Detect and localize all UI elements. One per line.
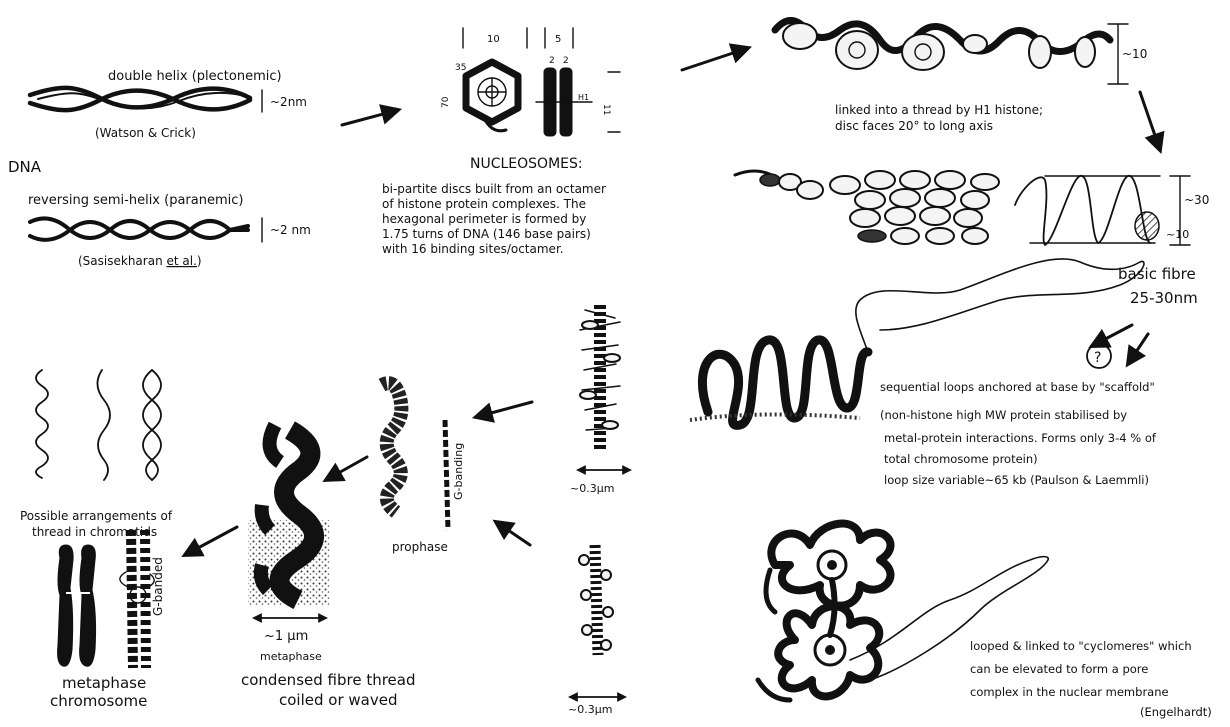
chromatid-arrangements-section: Possible arrangements of thread in chrom… xyxy=(20,370,176,539)
fibre-dim-inner: ~10 xyxy=(1166,228,1189,241)
nucleosome-side-view: H1 11 xyxy=(536,68,620,136)
dna-label: DNA xyxy=(8,158,42,176)
metaphase-chromosome-section: G-banded metaphase chromosome xyxy=(50,530,165,710)
nucleosome-dim-2b: 2 xyxy=(563,56,569,66)
prophase-section: G-banding prophase xyxy=(382,383,465,554)
solenoid-coil-outline xyxy=(1015,176,1160,245)
nucleosome-dim-11: 11 xyxy=(601,104,611,115)
metaphase-label: metaphase xyxy=(260,650,322,663)
metaphase-chromosome-caption: metaphase chromosome xyxy=(50,674,151,710)
double-helix-width: ~2nm xyxy=(270,95,307,109)
loop-column-bottom: ~0.3µm xyxy=(568,545,625,716)
scaffold-loops-drawing xyxy=(690,259,1144,426)
dna-section: double helix (plectonemic) ~2nm (Watson … xyxy=(8,69,311,268)
chromatids-caption: Possible arrangements of thread in chrom… xyxy=(20,509,176,539)
fibre-dim-outer: ~30 xyxy=(1184,193,1209,207)
arrow-nucleosome-to-thread xyxy=(682,48,748,70)
semihelix-title: reversing semi-helix (paranemic) xyxy=(28,193,243,208)
gbanded-label: G-banded xyxy=(151,557,165,616)
arrow-prophase-to-metaphase xyxy=(326,457,367,480)
double-helix-title: double helix (plectonemic) xyxy=(108,69,282,84)
double-helix-credit: (Watson & Crick) xyxy=(95,126,196,140)
scale-bottom: ~0.3µm xyxy=(568,703,612,716)
arrow-thread-to-fibre xyxy=(1140,92,1160,150)
nucleosome-dim-35: 35 xyxy=(455,63,466,73)
loops-description: sequential loops anchored at base by "sc… xyxy=(880,380,1160,487)
nucleosome-dim-h1: H1 xyxy=(578,93,589,102)
arrow-fibre-to-loops-a xyxy=(1092,325,1132,346)
nucleosome-dim-2a: 2 xyxy=(549,56,555,66)
nucleosome-thread-section: ~10 linked into a thread by H1 histone; … xyxy=(775,20,1147,133)
arrow-fibre-to-chromosome xyxy=(185,527,237,555)
nucleosome-dim-5: 5 xyxy=(555,34,561,45)
nucleosome-face-view xyxy=(466,62,518,131)
double-helix-drawing xyxy=(30,88,250,110)
chromosome-drawing xyxy=(58,545,96,666)
nucleosome-dim-10: 10 xyxy=(487,34,500,45)
cyclomeres-section: looped & linked to "cyclomeres" which ca… xyxy=(758,524,1212,719)
semihelix-credit: (Sasisekharan et al.) xyxy=(78,254,202,268)
cyclomeres-description: looped & linked to "cyclomeres" which ca… xyxy=(970,639,1195,699)
thread-description: linked into a thread by H1 histone; disc… xyxy=(835,103,1047,133)
loop-column-top: ~0.3µm xyxy=(570,305,630,495)
arrow-fibre-to-loops-b xyxy=(1128,334,1148,364)
scale-top: ~0.3µm xyxy=(570,482,614,495)
nucleosome-description: bi-partite discs built from an octamer o… xyxy=(382,182,610,256)
solenoid-disc-cluster xyxy=(735,171,999,244)
prophase-banding: G-banding xyxy=(452,443,465,500)
nucleosome-dim-70: 70 xyxy=(441,96,451,108)
metaphase-scale: ~1 µm xyxy=(264,629,308,644)
g-banded-chromosome xyxy=(120,530,154,668)
semihelix-width: ~2 nm xyxy=(270,223,311,237)
metaphase-fibre-caption: condensed fibre thread coiled or waved xyxy=(241,671,420,709)
semihelix-drawing xyxy=(30,218,248,239)
arrow-cyclomeres-to-prophase xyxy=(496,522,530,545)
basic-fibre-section: ~30 ~10 basic fibre 25-30nm xyxy=(735,171,1209,307)
arrow-loops-to-prophase xyxy=(476,402,532,417)
scaffold-loops-section: sequential loops anchored at base by "sc… xyxy=(690,259,1160,487)
nucleosome-thread-drawing xyxy=(775,20,1110,70)
arrow-dna-to-nucleosome xyxy=(342,110,398,125)
question-mark: ? xyxy=(1094,350,1101,366)
thread-dim: ~10 xyxy=(1122,47,1147,61)
nucleosome-title: NUCLEOSOMES: xyxy=(470,156,583,172)
nucleosome-section: 10 5 2 2 35 70 H1 11 NUCLEOSOMES: bi-par… xyxy=(382,28,620,256)
cyclomeres-credit: (Engelhardt) xyxy=(1140,705,1212,719)
prophase-label: prophase xyxy=(392,540,448,554)
fibre-size: 25-30nm xyxy=(1130,289,1198,307)
